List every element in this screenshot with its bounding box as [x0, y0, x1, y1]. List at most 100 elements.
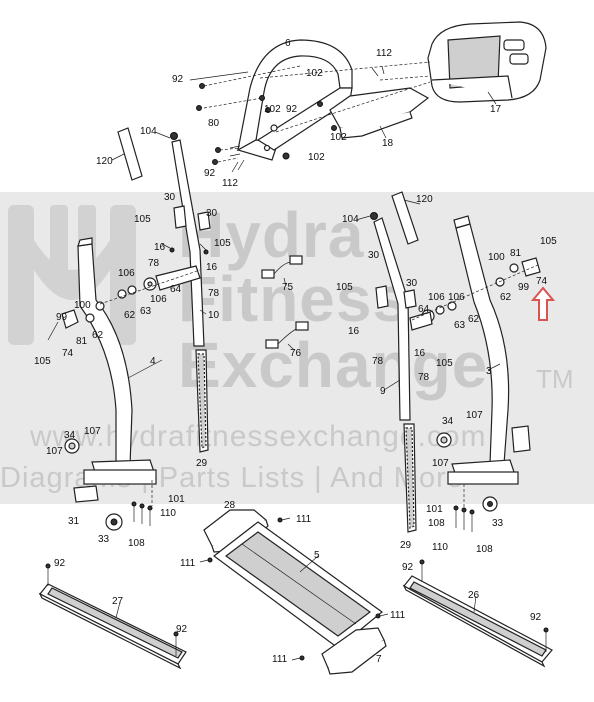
callout-label: 106 — [448, 292, 465, 303]
callout-label: 100 — [488, 252, 505, 263]
callout-label: 7 — [376, 654, 382, 665]
callout-label: 105 — [214, 238, 231, 249]
callout-label: 26 — [468, 590, 480, 601]
callout-label: 102 — [306, 68, 323, 79]
tube-part-120-right — [391, 191, 419, 245]
watermark-trademark: TM — [536, 364, 574, 394]
callout-label: 111 — [390, 610, 406, 621]
callout-label: 75 — [282, 282, 294, 293]
callout-label: 78 — [372, 356, 384, 367]
callout-label: 63 — [454, 320, 466, 331]
console-part-17 — [427, 21, 547, 103]
callout-label: 105 — [134, 214, 151, 225]
callout-label: 120 — [96, 156, 113, 167]
callout-label: 76 — [290, 348, 302, 359]
callout-label: 120 — [416, 194, 433, 205]
callout-label: 106 — [428, 292, 445, 303]
callout-label: 29 — [196, 458, 208, 469]
callout-label: 107 — [46, 446, 63, 457]
callout-label: 80 — [208, 118, 220, 129]
callout-label: 105 — [34, 356, 51, 367]
callout-label: 111 — [180, 558, 196, 569]
callout-label: 16 — [154, 242, 166, 253]
callout-label: 81 — [510, 248, 522, 259]
callout-label: 34 — [64, 430, 76, 441]
callout-label: 4 — [150, 356, 156, 367]
right-upright-part-3 — [447, 215, 519, 485]
callout-label: 104 — [140, 126, 157, 137]
callout-label: 105 — [336, 282, 353, 293]
callout-label: 107 — [84, 426, 101, 437]
callout-label: 99 — [518, 282, 530, 293]
callout-label: 92 — [402, 562, 414, 573]
left-bearing-stack — [99, 243, 209, 305]
callout-label: 99 — [56, 312, 68, 323]
callout-label: 107 — [466, 410, 483, 421]
callout-label: 108 — [476, 544, 493, 555]
callout-label: 63 — [140, 306, 152, 317]
callout-label: 6 — [285, 38, 291, 49]
callout-label: 101 — [168, 494, 185, 505]
callout-label: 10 — [208, 310, 220, 321]
callout-label: 78 — [148, 258, 160, 269]
callout-label: 108 — [428, 518, 445, 529]
callout-label: 92 — [204, 168, 216, 179]
right-rack-part-29 — [403, 423, 417, 533]
callout-label: 27 — [112, 596, 124, 607]
callout-label: 92 — [286, 104, 298, 115]
tube-part-120-left — [117, 127, 143, 181]
callout-label: 102 — [330, 132, 347, 143]
callout-label: 9 — [380, 386, 386, 397]
callout-label: 64 — [418, 304, 430, 315]
callout-label: 78 — [208, 288, 220, 299]
watermark-line-fitness: Fitness — [178, 263, 410, 335]
callout-label: 64 — [170, 284, 182, 295]
left-pivot-parts — [47, 301, 153, 531]
callout-label: 78 — [418, 372, 430, 383]
callout-label: 105 — [540, 236, 557, 247]
handlebar-frame-part-6 — [236, 39, 353, 161]
wire-harness-76 — [265, 321, 309, 349]
callout-label: 106 — [150, 294, 167, 305]
callout-label: 100 — [74, 300, 91, 311]
callout-label: 29 — [400, 540, 412, 551]
callout-label: 62 — [92, 330, 104, 341]
highlight-arrow-icon — [530, 286, 556, 321]
callout-label: 30 — [368, 250, 380, 261]
watermark-line-hydra: Hydra — [178, 199, 365, 271]
callout-label: 16 — [414, 348, 426, 359]
callout-label: 16 — [206, 262, 218, 273]
right-bearing-stack — [409, 257, 541, 532]
side-rail-part-27 — [38, 583, 187, 670]
callout-label: 81 — [76, 336, 88, 347]
callout-label: 74 — [62, 348, 74, 359]
callout-label: 92 — [54, 558, 66, 569]
callout-label: 110 — [432, 542, 448, 553]
callout-label: 18 — [382, 138, 394, 149]
callout-label: 5 — [314, 550, 320, 561]
callout-label: 101 — [426, 504, 443, 515]
callout-label: 28 — [224, 500, 236, 511]
callout-label: 62 — [124, 310, 136, 321]
callout-label: 110 — [160, 508, 176, 519]
callout-label: 92 — [176, 624, 188, 635]
callout-label: 111 — [296, 514, 312, 525]
callout-label: 102 — [308, 152, 325, 163]
callout-label: 62 — [468, 314, 480, 325]
callout-label: 102 — [264, 104, 281, 115]
bottom-hardware — [45, 517, 549, 661]
left-upright-part-4 — [77, 237, 157, 485]
callout-label: 106 — [118, 268, 135, 279]
callout-label: 74 — [536, 276, 548, 287]
wire-harness-75 — [261, 255, 303, 279]
callout-label: 30 — [406, 278, 418, 289]
callout-label: 31 — [68, 516, 80, 527]
watermark-line-exchange: Exchange — [178, 329, 489, 401]
callout-label: 111 — [272, 654, 288, 665]
top-hardware — [196, 61, 431, 173]
callout-label: 30 — [164, 192, 176, 203]
callout-label: 16 — [348, 326, 360, 337]
left-handrail-pole-part-10 — [170, 132, 211, 347]
callout-label: 92 — [530, 612, 542, 623]
